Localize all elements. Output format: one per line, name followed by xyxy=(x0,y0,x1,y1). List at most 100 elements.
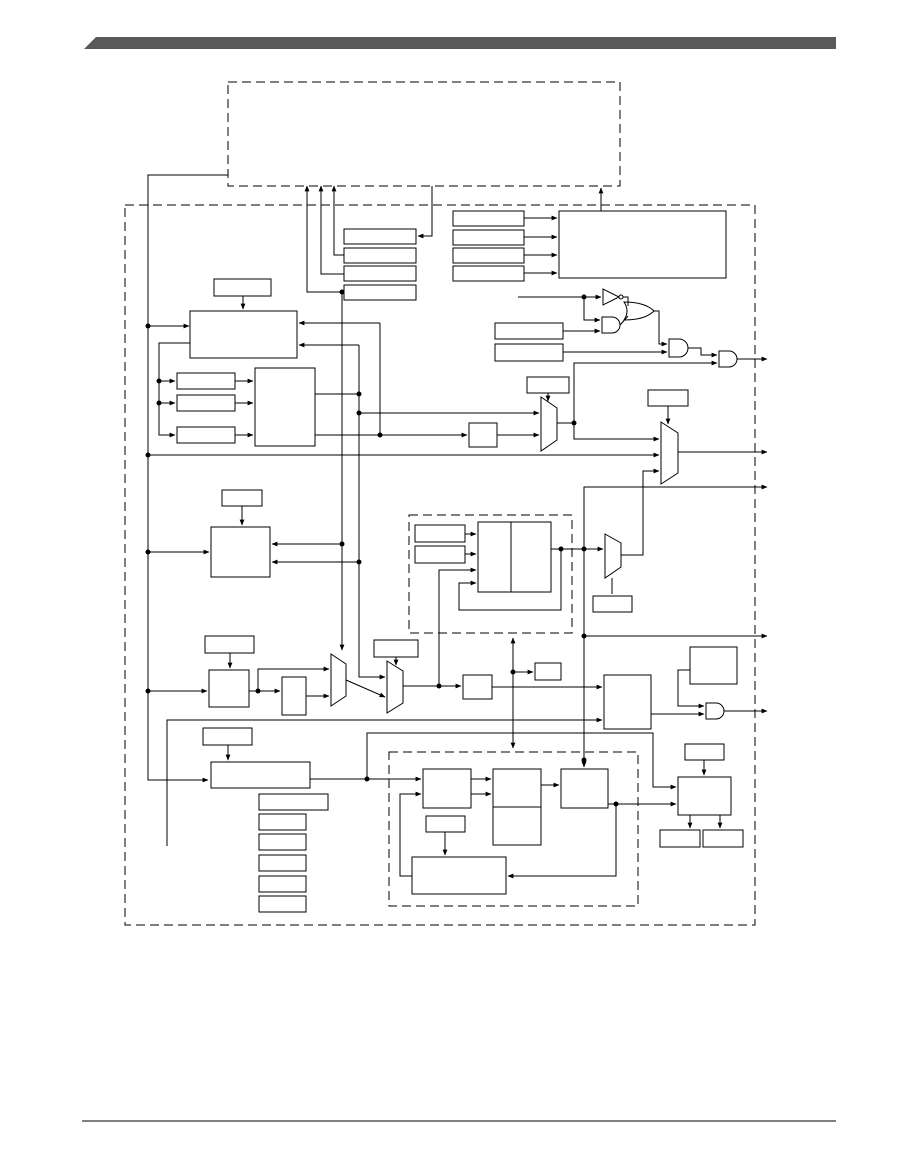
junction xyxy=(436,683,442,689)
mux-select-box-3 xyxy=(592,595,633,613)
register-box-b1 xyxy=(452,210,525,227)
register-box-g2 xyxy=(702,829,744,848)
large-block-top-right xyxy=(558,210,727,279)
register-box-c1 xyxy=(176,372,236,390)
control-block-4 xyxy=(603,674,652,730)
junction xyxy=(156,400,162,406)
main-module-boundary xyxy=(124,204,756,926)
wire xyxy=(331,185,344,256)
register-box-a2 xyxy=(343,247,417,264)
wire xyxy=(399,791,422,877)
wire xyxy=(583,297,601,323)
register-box-e2 xyxy=(414,545,466,564)
junction xyxy=(339,541,345,547)
inverter-bubble xyxy=(618,294,624,300)
register-box-e1 xyxy=(414,524,466,543)
small-block-3 xyxy=(462,674,493,700)
wire xyxy=(366,732,677,790)
control-block-7 xyxy=(677,776,732,816)
register-box-g1 xyxy=(659,829,701,848)
wire xyxy=(677,669,705,709)
and-gate-4 xyxy=(705,702,725,720)
junction xyxy=(356,559,362,565)
junction xyxy=(156,378,162,384)
and-gate-1 xyxy=(601,316,621,334)
header-bar xyxy=(84,37,836,49)
register-box-a4 xyxy=(343,284,417,301)
small-label-box-1 xyxy=(213,278,272,297)
block-f4 xyxy=(411,856,507,895)
wire xyxy=(621,468,660,556)
wire xyxy=(688,347,718,358)
wire xyxy=(507,803,617,879)
register-box-d1 xyxy=(494,322,564,340)
wire xyxy=(158,342,190,438)
wire xyxy=(358,345,386,680)
wire xyxy=(438,567,477,686)
stack-box-5 xyxy=(258,875,307,893)
junction xyxy=(339,289,345,295)
stack-box-3 xyxy=(258,833,307,851)
wire xyxy=(318,185,344,275)
wire xyxy=(458,549,562,611)
small-block-4 xyxy=(534,662,562,681)
control-block-1 xyxy=(189,310,298,359)
and-gate-2 xyxy=(668,338,689,358)
junction xyxy=(145,452,151,458)
mux-1 xyxy=(540,396,558,452)
bottom-sub-module xyxy=(388,751,639,907)
control-block-2 xyxy=(210,526,271,578)
or-gate xyxy=(623,301,655,321)
wire xyxy=(417,186,433,239)
register-box-b2 xyxy=(452,229,525,246)
mux-select-box-2 xyxy=(647,389,689,407)
stack-box-6 xyxy=(258,895,307,913)
control-block-5 xyxy=(689,646,738,685)
junction xyxy=(377,432,383,438)
mux-5 xyxy=(386,660,404,714)
mux-2 xyxy=(660,421,679,485)
block-f3 xyxy=(560,768,609,809)
control-block-6 xyxy=(210,761,311,789)
register-box-c2 xyxy=(176,394,236,412)
small-label-box-3 xyxy=(204,635,255,654)
register-box-a3 xyxy=(343,265,417,282)
stack-box-1 xyxy=(258,793,329,811)
junction xyxy=(145,323,151,329)
small-block-1 xyxy=(468,422,498,448)
top-external-region xyxy=(227,81,621,187)
small-label-box-4 xyxy=(373,639,419,658)
wire xyxy=(619,315,629,326)
dual-register-block xyxy=(477,521,552,593)
small-label-box-7 xyxy=(684,743,725,761)
left-bus xyxy=(147,174,228,783)
and-gate-3 xyxy=(718,350,738,368)
junction xyxy=(145,688,151,694)
buffer-gate xyxy=(602,288,621,306)
small-block-2 xyxy=(281,676,307,716)
block-f1 xyxy=(422,768,472,809)
stack-box-2 xyxy=(258,813,307,831)
small-label-box-5 xyxy=(202,727,253,746)
register-box-d2 xyxy=(494,343,564,362)
wire xyxy=(583,484,768,548)
junction xyxy=(613,801,619,807)
control-block-3 xyxy=(208,669,250,708)
mux-select-box-1 xyxy=(526,376,570,394)
junction xyxy=(356,410,362,416)
stack-box-4 xyxy=(258,854,307,872)
wire xyxy=(623,296,629,306)
wire xyxy=(573,360,718,423)
mux-4 xyxy=(330,653,347,707)
small-label-box-6 xyxy=(425,815,466,833)
wire xyxy=(345,679,386,698)
junction xyxy=(581,633,587,639)
register-box-a1 xyxy=(343,228,417,245)
junction xyxy=(145,549,151,555)
wire xyxy=(573,423,660,442)
wire xyxy=(166,717,603,846)
junction xyxy=(356,391,362,397)
mux-3 xyxy=(604,533,622,579)
register-box-b3 xyxy=(452,247,525,264)
